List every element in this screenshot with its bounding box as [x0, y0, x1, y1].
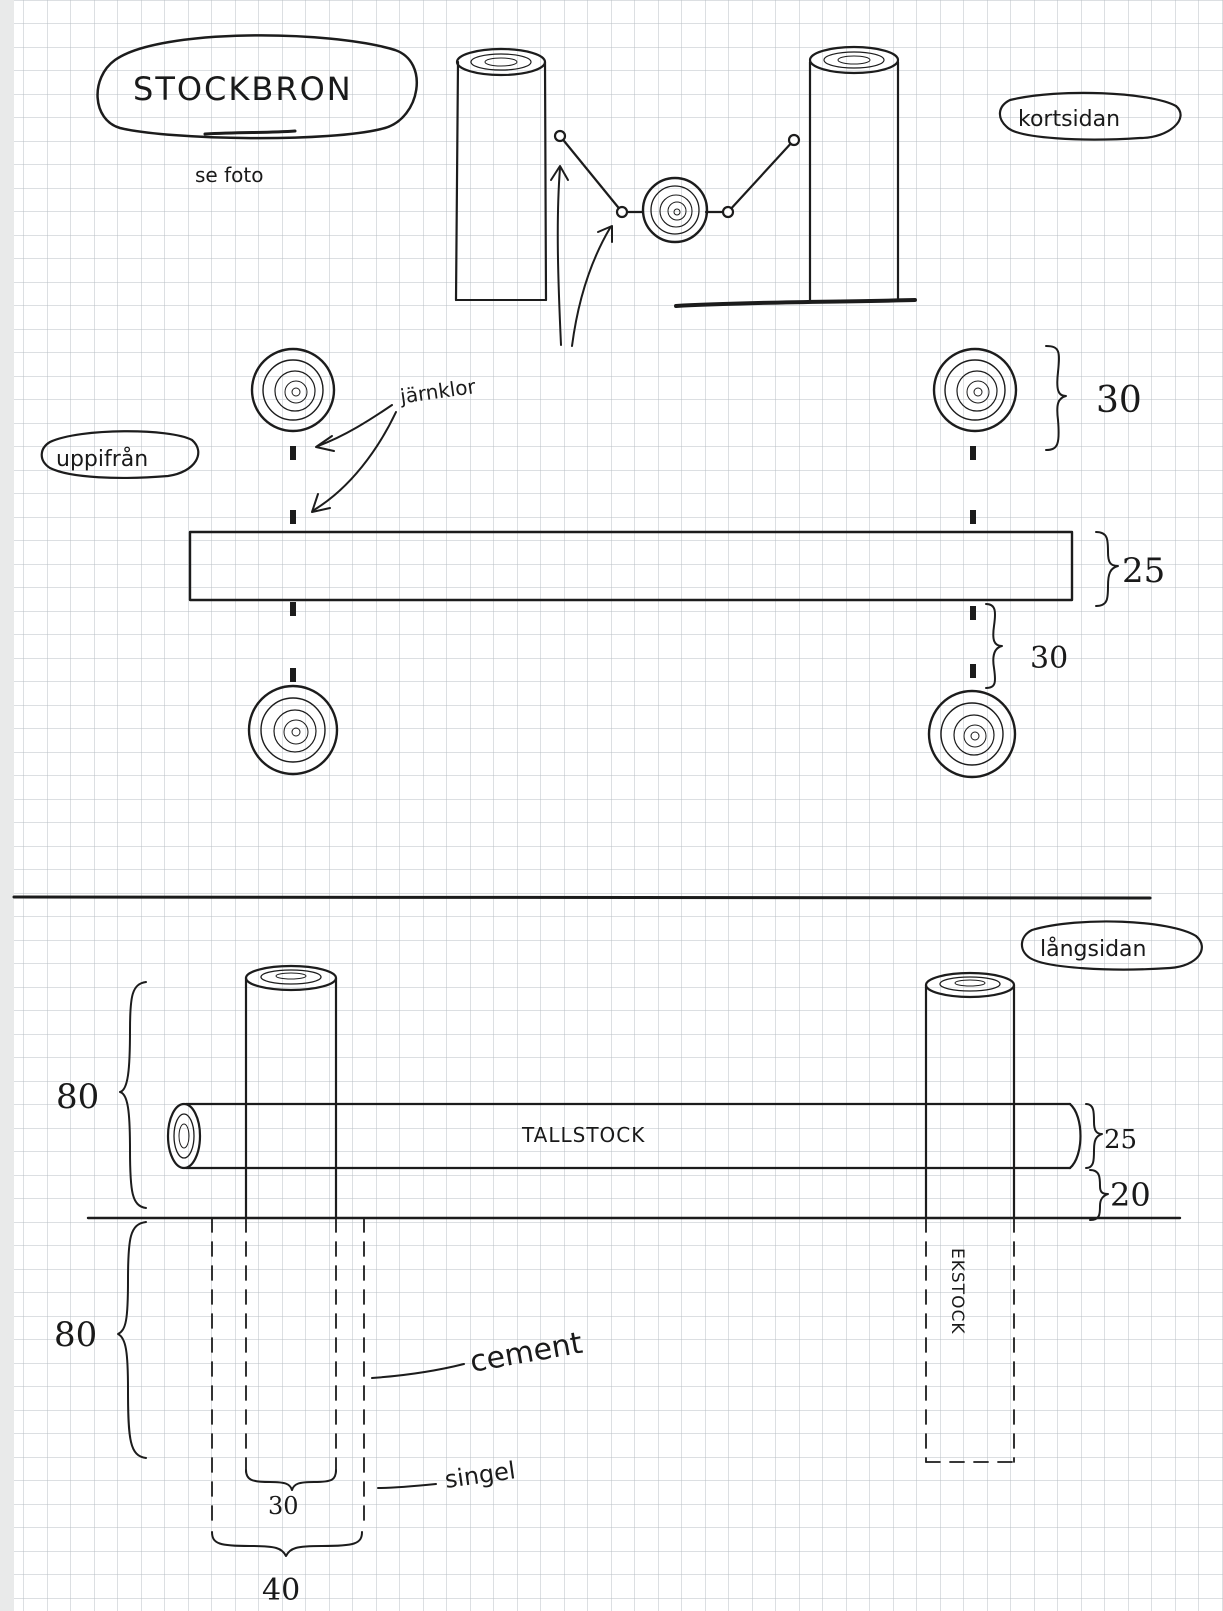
title-block: STOCKBRON se foto — [96, 34, 419, 187]
section-divider — [12, 894, 1152, 900]
top-view: uppifrån järnklor — [40, 345, 1165, 779]
long-side-view: långsidan — [54, 920, 1203, 1608]
scan-left-edge — [0, 0, 14, 1611]
title: STOCKBRON — [133, 70, 353, 108]
short-left-post — [454, 47, 548, 302]
pine-log-label: TALLSTOCK — [521, 1123, 645, 1147]
oak-log-label: EKSTOCK — [947, 1248, 967, 1334]
short-iron-claws — [553, 129, 801, 219]
long-dim-hole-width: 40 — [211, 1531, 363, 1608]
view-label-short-side: kortsidan — [1018, 107, 1120, 132]
top-post-lower-left — [247, 684, 339, 776]
top-post-lower-right — [927, 689, 1017, 779]
long-dim-gap: 20 — [1089, 1169, 1151, 1221]
top-dim-gap: 30 — [985, 603, 1068, 689]
dim-top-gap: 30 — [1030, 641, 1068, 676]
dim-height-above: 80 — [56, 1077, 99, 1117]
dim-long-log: 25 — [1104, 1125, 1137, 1155]
foundation-hole — [211, 1217, 365, 1531]
top-post-upper-left — [250, 347, 336, 433]
top-dim-post: 30 — [1045, 345, 1142, 451]
subtitle: se foto — [195, 163, 263, 187]
long-left-post — [244, 964, 338, 1481]
long-dim-log: 25 — [1085, 1103, 1137, 1169]
view-label-from-above: uppifrån — [56, 446, 148, 472]
top-beam — [188, 530, 1074, 602]
short-side-view: kortsidan — [454, 45, 1182, 347]
view-label-long-side: långsidan — [1040, 936, 1146, 962]
dim-hole-width: 40 — [262, 1573, 300, 1608]
short-log-cross-section — [641, 176, 709, 244]
dim-height-below: 80 — [54, 1315, 97, 1355]
top-post-upper-right — [932, 347, 1018, 433]
short-right-post — [808, 45, 900, 302]
claw-arrows-short — [550, 165, 613, 347]
dim-top-beam: 25 — [1122, 551, 1165, 591]
dim-top-post: 30 — [1096, 380, 1142, 421]
dim-long-gap: 20 — [1110, 1176, 1151, 1214]
long-pine-log: TALLSTOCK — [166, 1102, 1082, 1170]
long-dim-height-above: 80 — [56, 981, 147, 1209]
top-claw-marks — [290, 446, 976, 682]
top-dim-beam: 25 — [1095, 531, 1165, 607]
long-dim-height-below: 80 — [54, 1221, 147, 1459]
long-dim-post-width: 30 — [245, 1469, 337, 1520]
dim-post-width: 30 — [268, 1492, 299, 1520]
long-right-post — [924, 971, 1016, 1463]
